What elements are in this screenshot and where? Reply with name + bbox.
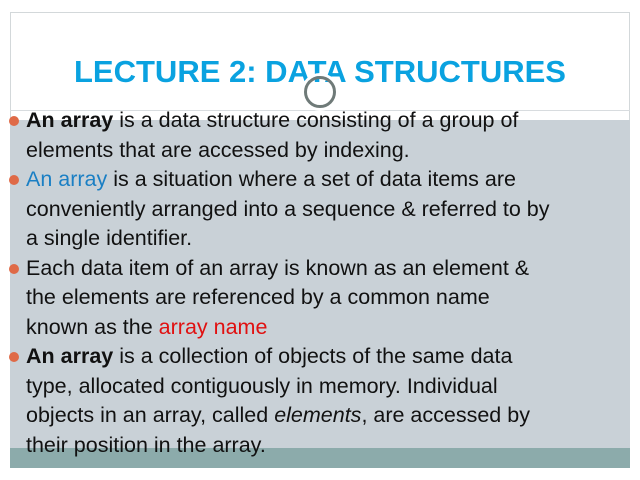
text: Each data item of an array is known as a… bbox=[26, 255, 530, 280]
text: the elements are referenced by a common … bbox=[26, 285, 490, 309]
bullet-3: Each data item of an array is known as a… bbox=[9, 254, 636, 343]
bullet-dot-icon bbox=[9, 175, 19, 185]
footer-band bbox=[10, 448, 630, 468]
bullet-4: An array is a collection of objects of t… bbox=[9, 342, 636, 460]
title-divider bbox=[10, 110, 630, 111]
blue-term: An array bbox=[26, 167, 108, 191]
bullet-dot-icon bbox=[9, 263, 19, 274]
slide-body: An array is a data structure consisting … bbox=[9, 106, 636, 460]
bold-term: An array bbox=[26, 108, 114, 132]
text: a single identifier. bbox=[26, 226, 193, 250]
text: is a situation where a set of data items… bbox=[107, 167, 516, 191]
red-term: array name bbox=[158, 314, 268, 339]
bullet-dot-icon bbox=[9, 116, 19, 126]
text: type, allocated contiguously in memory. … bbox=[26, 373, 498, 398]
italic-term: elements bbox=[274, 403, 362, 427]
text: known as the bbox=[26, 314, 159, 339]
bullet-1: An array is a data structure consisting … bbox=[9, 106, 636, 165]
text: their position in the array. bbox=[26, 432, 266, 457]
circle-ornament-icon bbox=[304, 76, 336, 108]
text: is a data structure consisting of a grou… bbox=[113, 108, 519, 132]
bold-term: An array bbox=[26, 344, 114, 368]
text: objects in an array, called bbox=[26, 403, 275, 427]
text: is a collection of objects of the same d… bbox=[113, 344, 513, 368]
content-panel bbox=[10, 120, 630, 448]
text: , are accessed by bbox=[361, 403, 530, 427]
text: conveniently arranged into a sequence & … bbox=[26, 196, 550, 221]
bullet-2: An array is a situation where a set of d… bbox=[9, 165, 636, 254]
text: elements that are accessed by indexing. bbox=[26, 137, 410, 162]
bullet-dot-icon bbox=[9, 352, 19, 362]
